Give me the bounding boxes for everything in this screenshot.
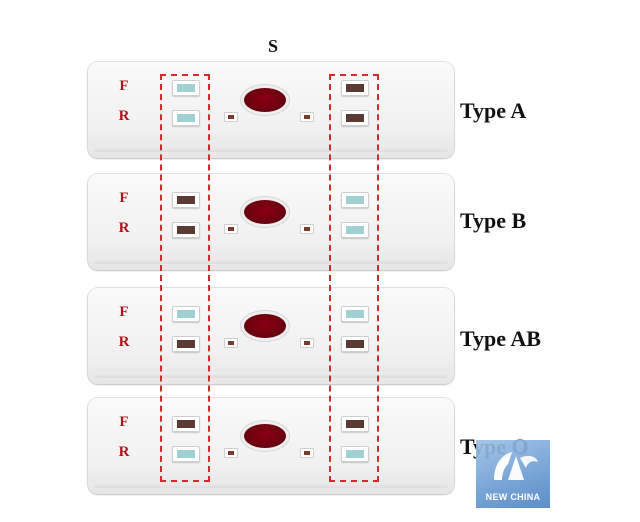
test-card-1: F R xyxy=(88,62,454,158)
well-fill xyxy=(177,420,195,428)
sample-well xyxy=(244,200,286,224)
test-card-2: F R xyxy=(88,174,454,270)
left-f-well xyxy=(172,306,200,322)
well-fill xyxy=(177,340,195,348)
left-column-highlight xyxy=(160,74,210,482)
row-label-r: R xyxy=(118,444,130,460)
well-fill xyxy=(346,310,364,318)
left-f-well xyxy=(172,416,200,432)
well-fill xyxy=(346,84,364,92)
row-label-f: F xyxy=(119,78,129,94)
well-fill xyxy=(177,84,195,92)
left-r-well xyxy=(172,446,200,462)
left-r-well xyxy=(172,336,200,352)
well-fill xyxy=(346,340,364,348)
right-control-window xyxy=(300,224,314,234)
well-fill xyxy=(346,114,364,122)
row-label-f: F xyxy=(119,414,129,430)
well-fill xyxy=(177,114,195,122)
type-label-1: Type A xyxy=(460,98,527,123)
left-control-window xyxy=(224,448,238,458)
right-f-well xyxy=(341,80,369,96)
right-control-window xyxy=(300,448,314,458)
right-r-well xyxy=(341,446,369,462)
right-control-window xyxy=(300,112,314,122)
test-card-3: F R xyxy=(88,288,454,384)
type-label-3: Type AB xyxy=(460,326,541,351)
well-fill xyxy=(177,310,195,318)
right-f-well xyxy=(341,192,369,208)
well-fill xyxy=(346,420,364,428)
type-label-2: Type B xyxy=(460,208,527,233)
well-fill xyxy=(177,450,195,458)
watermark-text: NEW CHINA xyxy=(485,492,541,502)
right-f-well xyxy=(341,306,369,322)
left-f-well xyxy=(172,192,200,208)
left-control-window xyxy=(224,224,238,234)
well-fill xyxy=(346,226,364,234)
row-label-f: F xyxy=(119,304,129,320)
right-f-well xyxy=(341,416,369,432)
well-fill xyxy=(346,450,364,458)
left-r-well xyxy=(172,110,200,126)
row-label-r: R xyxy=(118,334,130,350)
test-card-4: F R xyxy=(88,398,454,494)
well-fill xyxy=(346,196,364,204)
well-fill xyxy=(177,196,195,204)
xinhua-logo-icon xyxy=(494,452,538,480)
sample-well xyxy=(244,88,286,112)
sample-well xyxy=(244,424,286,448)
xinhua-watermark: NEW CHINA xyxy=(476,440,550,508)
right-r-well xyxy=(341,110,369,126)
column-label: S xyxy=(267,36,278,56)
right-r-well xyxy=(341,222,369,238)
row-label-r: R xyxy=(118,220,130,236)
left-r-well xyxy=(172,222,200,238)
right-control-window xyxy=(300,338,314,348)
left-control-window xyxy=(224,112,238,122)
row-label-f: F xyxy=(119,190,129,206)
right-column-highlight xyxy=(329,74,379,482)
left-f-well xyxy=(172,80,200,96)
row-label-r: R xyxy=(118,108,130,124)
right-r-well xyxy=(341,336,369,352)
sample-well xyxy=(244,314,286,338)
well-fill xyxy=(177,226,195,234)
left-control-window xyxy=(224,338,238,348)
